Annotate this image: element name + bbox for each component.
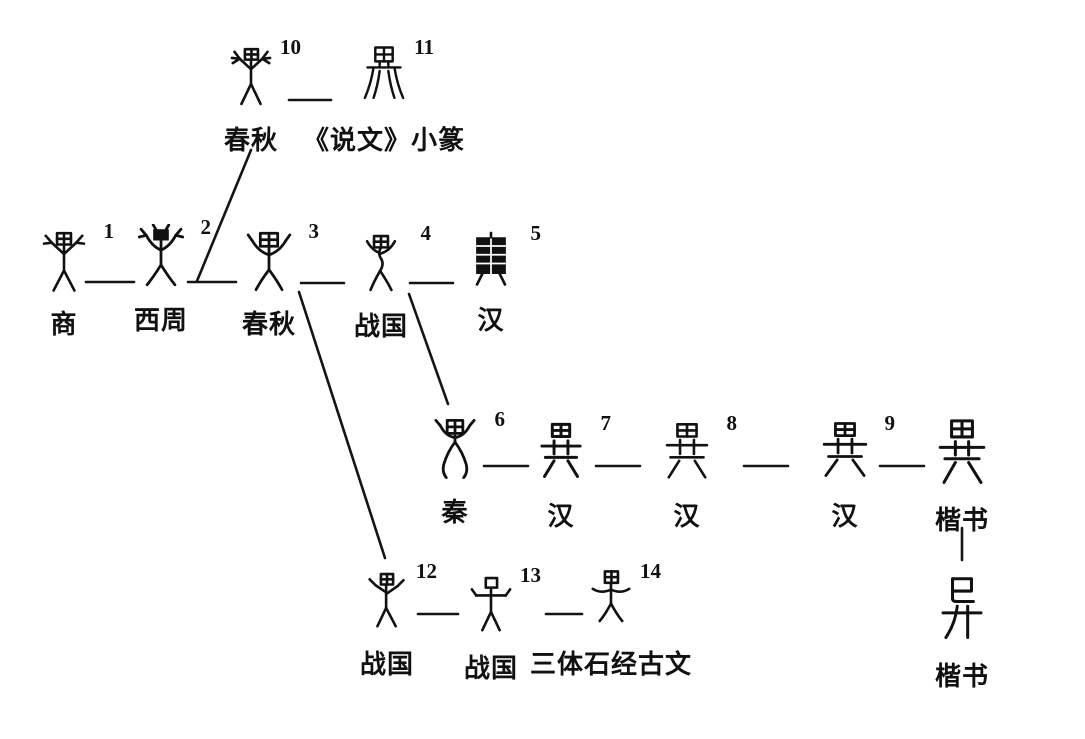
- ancient-glyph-11: [356, 44, 412, 110]
- glyph-number-4: 4: [420, 221, 432, 245]
- period-label-5: 汉: [477, 306, 505, 335]
- glyph-number-12: 12: [416, 559, 437, 583]
- period-label-8: 汉: [673, 502, 701, 531]
- glyph-node-11: 11 《说文》小篆: [302, 35, 466, 157]
- ancient-glyph-10: [223, 44, 279, 110]
- glyph-node-1: 1 商: [36, 219, 114, 341]
- ancient-glyph-4: [353, 230, 409, 296]
- glyph-number-2: 2: [200, 215, 212, 239]
- glyph-node-5: 5 汉: [463, 221, 541, 337]
- ancient-glyph-7: [533, 420, 589, 486]
- glyph-node-9: 9 汉: [817, 411, 895, 533]
- glyph-number-9: 9: [884, 411, 896, 435]
- period-label-kaishu-simplified: 楷书: [934, 662, 989, 691]
- ancient-glyph-12: [359, 568, 415, 634]
- period-label-7: 汉: [547, 502, 575, 531]
- glyph-number-11: 11: [414, 35, 434, 59]
- kaishu-simplified-glyph: [931, 574, 993, 646]
- period-label-14: 三体石经古文: [529, 650, 693, 679]
- kaishu-traditional-glyph: [931, 418, 993, 490]
- ancient-glyph-9: [817, 420, 873, 486]
- glyph-number-3: 3: [308, 219, 320, 243]
- glyph-number-10: 10: [280, 35, 301, 59]
- period-label-10: 春秋: [223, 126, 278, 155]
- ancient-glyph-6: [427, 416, 483, 482]
- period-label-11: 《说文》小篆: [302, 126, 466, 155]
- glyph-node-12: 12 战国: [359, 559, 437, 681]
- glyph-node-6: 6 秦: [427, 407, 505, 529]
- period-label-1: 商: [50, 310, 78, 339]
- glyph-node-14: 14 三体石经古文: [529, 559, 693, 681]
- period-label-12: 战国: [359, 650, 414, 679]
- period-label-kaishu-traditional: 楷书: [934, 506, 989, 535]
- ancient-glyph-13: [463, 572, 519, 638]
- ancient-glyph-14: [583, 568, 639, 634]
- glyph-node-7: 7 汉: [533, 411, 611, 533]
- period-label-2: 西周: [133, 306, 188, 335]
- edge-4-6-diagonal: [407, 292, 450, 406]
- glyph-number-6: 6: [494, 407, 506, 431]
- period-label-9: 汉: [831, 502, 859, 531]
- glyph-number-7: 7: [600, 411, 612, 435]
- period-label-6: 秦: [441, 498, 469, 527]
- glyph-number-14: 14: [639, 559, 661, 583]
- glyph-node-13: 13 战国: [463, 563, 541, 685]
- ancient-glyph-5: [463, 230, 519, 290]
- glyph-node-2: 2 西周: [133, 215, 211, 337]
- period-label-4: 战国: [353, 312, 408, 341]
- ancient-glyph-2: [133, 223, 189, 290]
- glyph-node-kaishu-traditional: 楷书: [931, 418, 993, 537]
- glyph-node-10: 10 春秋: [223, 35, 301, 157]
- glyph-node-3: 3 春秋: [241, 219, 319, 341]
- glyph-number-8: 8: [726, 411, 738, 435]
- period-label-3: 春秋: [241, 310, 296, 339]
- ancient-glyph-3: [241, 228, 297, 294]
- glyph-number-13: 13: [520, 563, 541, 587]
- ancient-glyph-8: [659, 420, 715, 486]
- glyph-number-1: 1: [103, 219, 115, 243]
- glyph-node-8: 8 汉: [659, 411, 737, 533]
- glyph-node-kaishu-simplified: 楷书: [931, 574, 993, 693]
- ancient-glyph-1: [36, 228, 92, 294]
- glyph-node-4: 4 战国: [353, 221, 431, 343]
- glyph-number-5: 5: [530, 221, 542, 245]
- period-label-13: 战国: [463, 654, 518, 683]
